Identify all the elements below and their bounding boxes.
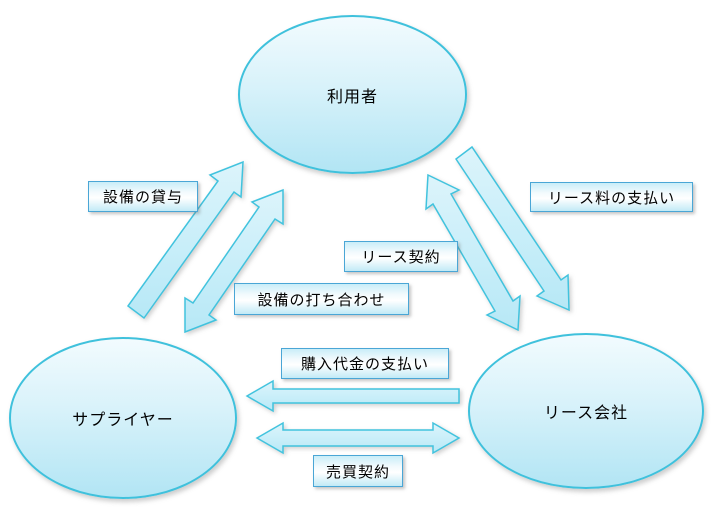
- node-user-label: 利用者: [326, 86, 378, 106]
- edge-label-purchase-payment: 購入代金の支払い: [281, 348, 449, 379]
- arrow-lease-contract: [425, 173, 521, 332]
- arrow-sales-contract: [255, 421, 461, 455]
- node-supplier-label: サプライヤー: [72, 410, 174, 429]
- edge-label-lease-contract: リース契約: [344, 241, 458, 272]
- node-user: 利用者: [238, 15, 467, 174]
- node-supplier: サプライヤー: [9, 337, 237, 499]
- edge-label-equipment-meeting: 設備の打ち合わせ: [234, 283, 409, 315]
- arrow-equipment-loan: [126, 160, 244, 320]
- edge-label-sales-contract: 売買契約: [313, 455, 403, 487]
- arrow-equipment-meeting: [184, 188, 284, 334]
- edge-label-lease-fee-payment: リース料の支払い: [530, 182, 693, 212]
- arrow-purchase-payment: [245, 379, 460, 413]
- edge-label-equipment-loan: 設備の貸与: [88, 181, 198, 212]
- arrow-lease-fee-payment: [454, 145, 570, 312]
- node-lease-company-label: リース会社: [543, 403, 629, 422]
- node-lease-company: リース会社: [468, 333, 704, 489]
